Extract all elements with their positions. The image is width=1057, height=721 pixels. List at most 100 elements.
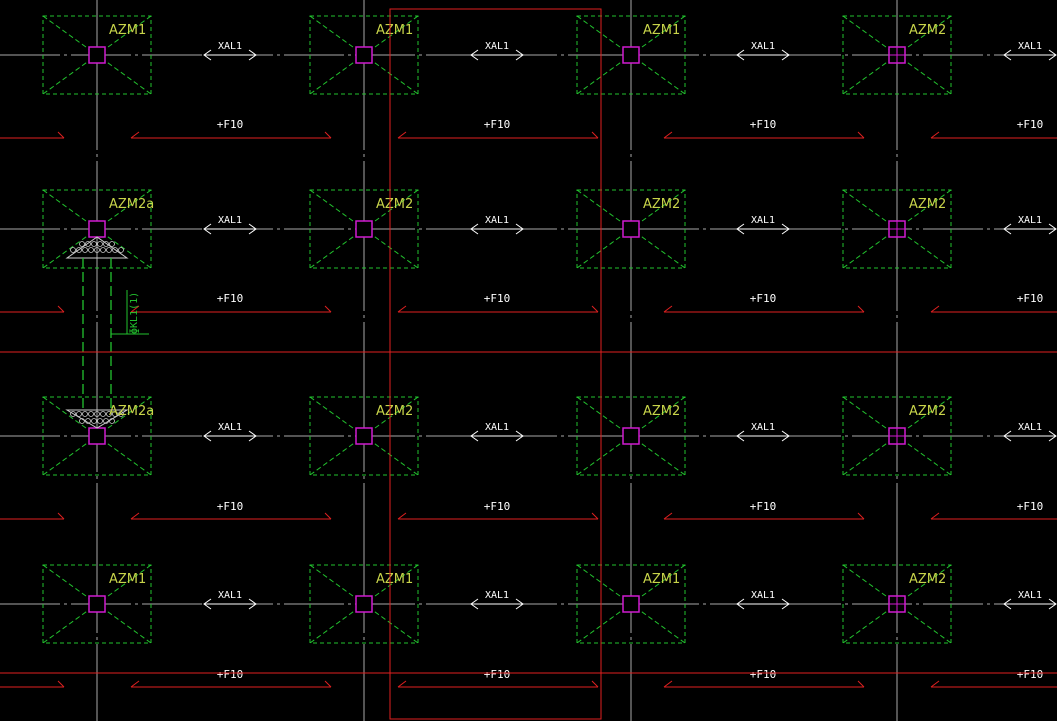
pile-cap [42, 15, 152, 95]
pile-cap-outline [309, 189, 419, 269]
beam-tick [324, 512, 332, 520]
beam-label-f10: +F10 [484, 118, 511, 131]
hatch-triangle [65, 409, 129, 429]
hatch-circle [112, 247, 118, 253]
hatch-circle [109, 418, 115, 424]
pile-cap-label: AZM1 [109, 572, 146, 587]
pile-cap-outline [309, 396, 419, 476]
hatch-circle [94, 411, 100, 417]
hatch-circle [85, 418, 91, 424]
pile-cap-label: AZM1 [643, 572, 680, 587]
pile-cap-label: AZM1 [376, 23, 413, 38]
xal-arrow-right [248, 598, 257, 610]
selection-rectangle[interactable] [389, 8, 602, 720]
xal-arrow-left [470, 49, 479, 61]
column-square [622, 427, 640, 445]
beam-tick [930, 305, 940, 313]
hatch-circle [103, 241, 109, 247]
column-square [88, 220, 106, 238]
xal-arrow-right [248, 430, 257, 442]
hatch-circle [100, 247, 106, 253]
xal-label: XAL1 [218, 590, 242, 601]
xal-arrow-left [1003, 598, 1012, 610]
xal-label: XAL1 [1018, 422, 1042, 433]
xal-arrow-left [1003, 49, 1012, 61]
hatch-circle [82, 247, 88, 253]
beam-tick [130, 680, 140, 688]
pile-cap-outline [42, 15, 152, 95]
xal-arrow-left [470, 430, 479, 442]
column-square [622, 595, 640, 613]
xal-arrow-left [203, 223, 212, 235]
xal-label: XAL1 [751, 41, 775, 52]
xal-label: XAL1 [485, 41, 509, 52]
hatch-circle [106, 411, 112, 417]
xal-arrow-left [1003, 223, 1012, 235]
beam-tick [324, 305, 332, 313]
xal-arrow-left [736, 49, 745, 61]
xal-label: XAL1 [751, 422, 775, 433]
xal-arrow-right [248, 49, 257, 61]
hatch-circle [70, 411, 76, 417]
beam-tick [663, 680, 673, 688]
pile-cap [309, 15, 419, 95]
beam-label-f10: +F10 [1017, 668, 1044, 681]
beam-label-f10: +F10 [217, 668, 244, 681]
tie-beam-label: ɸKL1(1) [129, 292, 140, 334]
hatch-circle [76, 411, 82, 417]
xal-label: XAL1 [485, 215, 509, 226]
pile-cap-outline [309, 564, 419, 644]
xal-arrow-left [203, 49, 212, 61]
pile-cap [842, 564, 952, 644]
xal-arrow-right [1048, 49, 1057, 61]
pile-cap-label: AZM2 [909, 404, 946, 419]
beam-tick [857, 680, 865, 688]
xal-arrow-right [781, 49, 790, 61]
pile-cap-label: AZM2 [376, 197, 413, 212]
xal-arrow-right [781, 223, 790, 235]
xal-arrow-right [248, 223, 257, 235]
xal-arrow-left [470, 223, 479, 235]
pile-cap-label: AZM2 [909, 23, 946, 38]
pile-cap [309, 564, 419, 644]
hatch-circle [79, 418, 85, 424]
beam-tick [857, 512, 865, 520]
pile-cap-outline [842, 15, 952, 95]
pile-cap-label: AZM1 [109, 23, 146, 38]
xal-arrow-left [736, 598, 745, 610]
beam-tick [591, 131, 599, 139]
beam-tick [130, 512, 140, 520]
beam-label-f10: +F10 [217, 292, 244, 305]
beam-tick [397, 131, 407, 139]
xal-arrow-left [203, 430, 212, 442]
hatch-circle [91, 241, 97, 247]
hatch-circle [88, 247, 94, 253]
column-square [622, 220, 640, 238]
xal-label: XAL1 [218, 41, 242, 52]
label-layer: +F10+F10+F10+F10+F10+F10+F10+F10+F10+F10… [109, 23, 1057, 681]
column-square [88, 46, 106, 64]
pile-cap-outline [42, 564, 152, 644]
xal-arrow-left [736, 430, 745, 442]
beam-tick [130, 305, 140, 313]
beam-label-f10: +F10 [484, 668, 511, 681]
xal-label: XAL1 [218, 422, 242, 433]
xal-arrow-right [781, 430, 790, 442]
pile-cap [576, 15, 686, 95]
pile-cap-outline [42, 396, 152, 476]
column-square [88, 427, 106, 445]
pile-cap [576, 396, 686, 476]
hatch-circle [91, 418, 97, 424]
hatch-circle [79, 241, 85, 247]
xal-arrow-left [470, 598, 479, 610]
beam-tick [663, 131, 673, 139]
pile-cap-outline [576, 396, 686, 476]
xal-arrow-left [1003, 430, 1012, 442]
pile-cap-outline [842, 564, 952, 644]
column-square [355, 595, 373, 613]
pile-cap [842, 396, 952, 476]
xal-label: XAL1 [485, 422, 509, 433]
hatch-circle [118, 411, 124, 417]
beam-tick [57, 680, 65, 688]
